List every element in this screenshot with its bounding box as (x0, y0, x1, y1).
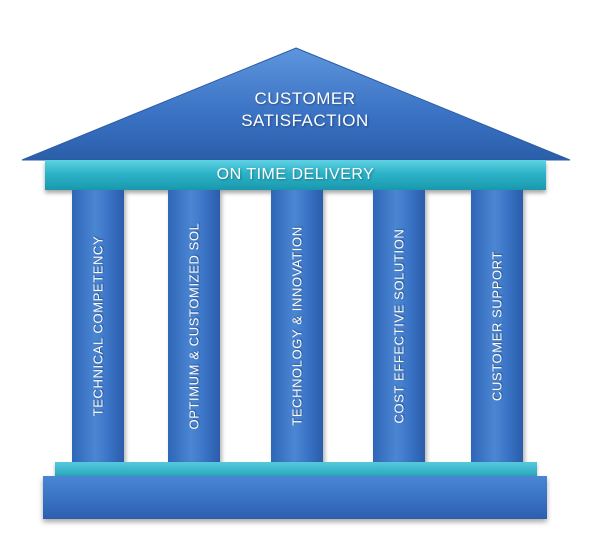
pillar-label: TECHNICAL COMPETENCY (90, 235, 106, 417)
pillar-label: TECHNOLOGY & INNOVATION (289, 226, 305, 426)
pillar-customer-support: CUSTOMER SUPPORT (471, 190, 523, 462)
roof-title-line-1: CUSTOMER (254, 89, 356, 108)
beam-label: ON TIME DELIVERY (216, 166, 375, 183)
base-step (55, 462, 537, 476)
pillar-technology-innovation: TECHNOLOGY & INNOVATION (271, 190, 323, 462)
beam: ON TIME DELIVERY (45, 160, 546, 190)
pillar-optimum-customized: OPTIMUM & CUSTOMIZED SOL (168, 190, 220, 462)
base-platform (43, 476, 547, 519)
roof (21, 47, 571, 161)
pillar-technical-competency: TECHNICAL COMPETENCY (72, 190, 124, 462)
roof-title: CUSTOMER SATISFACTION (200, 88, 410, 132)
roof-title-line-2: SATISFACTION (241, 111, 369, 130)
pillar-label: COST EFFECTIVE SOLUTION (391, 228, 407, 424)
pillar-label: CUSTOMER SUPPORT (489, 251, 505, 401)
pillar-label: OPTIMUM & CUSTOMIZED SOL (186, 222, 202, 430)
pillar-cost-effective: COST EFFECTIVE SOLUTION (373, 190, 425, 462)
